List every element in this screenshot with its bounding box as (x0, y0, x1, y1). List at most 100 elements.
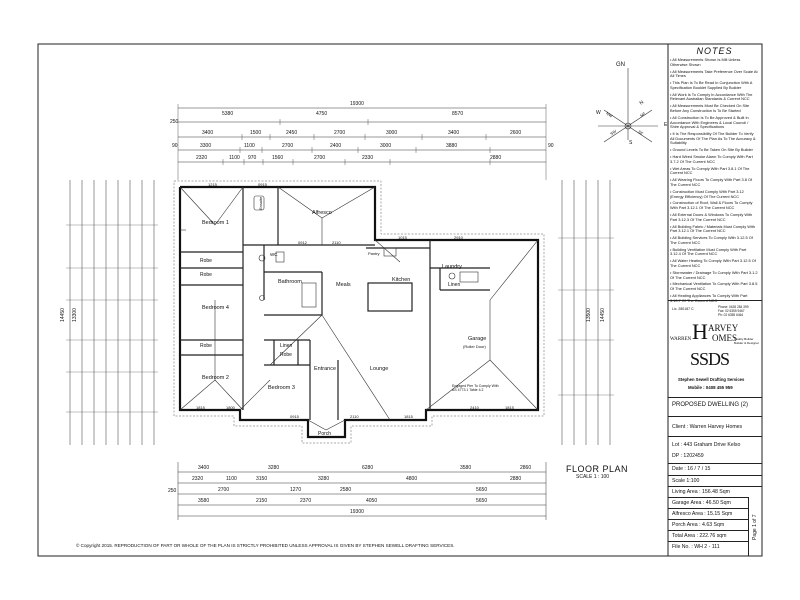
opening-w2: 0915 (258, 182, 267, 187)
room-garage: Garage (468, 336, 487, 342)
dim-top-b2: 1500 (250, 130, 262, 136)
engaged-pier-note: Engaged Pier To Comply With AS 4773.1 Ta… (452, 384, 499, 393)
fax-number: Fax: 02 6355 9467 (718, 309, 745, 313)
opening-w10: 2110 (350, 414, 359, 419)
dim-side-left2: 13300 (71, 308, 78, 322)
company-tag2: Builder & Designer (734, 341, 760, 345)
note-item: • Mechanical Ventilation To Comply With … (670, 281, 758, 292)
dim-top-overall: 19300 (350, 101, 364, 107)
dim-top-a1: 5380 (222, 111, 234, 117)
dim-top-b6: 3400 (448, 130, 460, 136)
top-dimension-lines (177, 104, 547, 180)
dim-bot-overall: 19300 (350, 509, 364, 515)
opening-w13: 1815 (505, 405, 514, 410)
room-lounge: Lounge (370, 366, 389, 372)
dim-bot-b6: 2880 (510, 476, 522, 482)
note-item: • Ground Levels To Be Taken On Site By B… (670, 147, 753, 153)
compass-rose (598, 68, 658, 143)
page-number: Page 1 of 7 (752, 514, 758, 540)
dim-bot-c2: 2700 (218, 487, 230, 493)
client-row: Client : Warren Harvey Homes (672, 424, 743, 430)
dim-top-d3: 970 (248, 155, 257, 161)
company-logo: WARREN H ARVEY OMES Quality Builder Buil… (670, 319, 760, 349)
ph2-number: Ph: 02 6355 6464 (718, 313, 744, 317)
dim-top-b7: 2600 (510, 130, 522, 136)
copyright-notice: © Copyright 2015. REPRODUCTION OF PART O… (76, 543, 455, 548)
opening-w8: 1800 (226, 405, 235, 410)
opening-w11: 1815 (404, 414, 413, 419)
drafting-logo: SSDS (690, 349, 730, 369)
room-alfresco: Alfresco (312, 210, 332, 216)
dim-top-b4: 2700 (334, 130, 346, 136)
dim-bot-c5: 5650 (476, 487, 488, 493)
opening-w12: 2410 (470, 405, 479, 410)
dim-top-c1: 90 (172, 143, 178, 149)
dim-top-d5: 2700 (314, 155, 326, 161)
dim-top-c6: 3000 (380, 143, 392, 149)
sheet-border (37, 43, 763, 557)
dim-bot-b4: 3280 (318, 476, 330, 482)
scale-row: Scale 1:100 (672, 478, 700, 484)
side-dimension-lines (66, 180, 614, 445)
lot-row: Lot : 443 Graham Drive Kelso (672, 442, 741, 448)
note-item: • All Building Services To Comply With 3… (670, 235, 753, 245)
compass-w: W (596, 110, 601, 116)
dim-bot-d5: 5650 (476, 498, 488, 504)
note-item: • All Work Is To Comply In Accordance Wi… (670, 91, 753, 102)
room-robe4: Robe (280, 352, 292, 358)
dim-top-d6: 2330 (362, 155, 374, 161)
room-garage-sub: (Roller Door) (463, 344, 486, 349)
dp-row: DP : 1202459 (672, 453, 704, 459)
note-item: • All Wearing Floors To Comply With Part… (670, 177, 753, 187)
room-wc: WC (270, 252, 278, 257)
dim-side-right: 14450 (599, 308, 606, 322)
dim-top-d2: 1100 (229, 155, 240, 161)
plan-title: FLOOR PLAN (566, 464, 629, 474)
note-item: • All Construction Is To Be Approved & B… (670, 114, 749, 130)
opening-w5: 1015 (398, 235, 407, 240)
dim-bot-c3: 1270 (290, 487, 302, 493)
note-item: • All Measurements Take Preference Over … (670, 68, 758, 79)
note-item: • Wet Areas To Comply With Part 3.8.1 Of… (670, 165, 750, 176)
project-name: PROPOSED DWELLING (2) (672, 402, 749, 408)
dim-side-right2: 13500 (585, 308, 592, 322)
notes-title: NOTES (696, 46, 733, 56)
room-laundry: Laundry (442, 264, 462, 270)
dim-bot-d2: 2150 (256, 498, 268, 504)
dim-bot-b1: 2320 (192, 476, 204, 482)
opening-w6: 2910 (454, 235, 463, 240)
date-row: Date : 16 / 7 / 15 (672, 466, 711, 472)
dim-top-b5: 3000 (386, 130, 398, 136)
roof-hip-lines (179, 186, 539, 431)
dim-top-c7: 3880 (446, 143, 458, 149)
drafting-mobile: Mobile : 0408 455 959 (688, 385, 733, 390)
dim-top-b3: 2450 (286, 130, 298, 136)
alfresco-area-row: Alfresco Area : 15.15 Sqm (672, 511, 733, 517)
dim-top-c2: 3300 (200, 143, 212, 149)
drafting-name: Stephen Sewell Drafting Services (678, 377, 745, 382)
fixtures (180, 195, 479, 308)
room-kitchen: Kitchen (392, 277, 411, 283)
note-item: • This Plan Is To Be Read In Conjunction… (670, 80, 753, 90)
opening-w9: 0915 (290, 414, 299, 419)
note-item: • Construction of Roof, Wall & Floors To… (670, 200, 753, 211)
dim-top-c8: 90 (548, 143, 554, 149)
note-item: • It Is The Responsibility Of The Builde… (670, 131, 756, 146)
room-robe2: Robe (200, 272, 212, 278)
dim-bot-c1: 250 (168, 488, 177, 494)
porch-area-row: Porch Area : 4.63 Sqm (672, 522, 725, 528)
note-item: • All Water Heating To Comply With Part … (670, 258, 756, 268)
dim-bot-d1: 3580 (198, 498, 210, 504)
room-bedroom1: Bedroom 1 (202, 220, 229, 226)
dim-bot-d3: 2370 (300, 498, 312, 504)
note-item: • Construction Must Comply With Part 3.1… (670, 188, 744, 199)
room-robe3: Robe (200, 343, 212, 349)
dim-bot-a1: 3400 (198, 465, 210, 471)
note-item: • All Measurements Must Be Checked On Si… (670, 103, 750, 113)
dim-top-c4: 2700 (282, 143, 294, 149)
room-linen1: Linen (280, 343, 293, 349)
opening-w1: 1215 (208, 182, 217, 187)
dim-bot-b2: 1100 (226, 476, 237, 482)
dim-bot-b5: 4800 (406, 476, 418, 482)
